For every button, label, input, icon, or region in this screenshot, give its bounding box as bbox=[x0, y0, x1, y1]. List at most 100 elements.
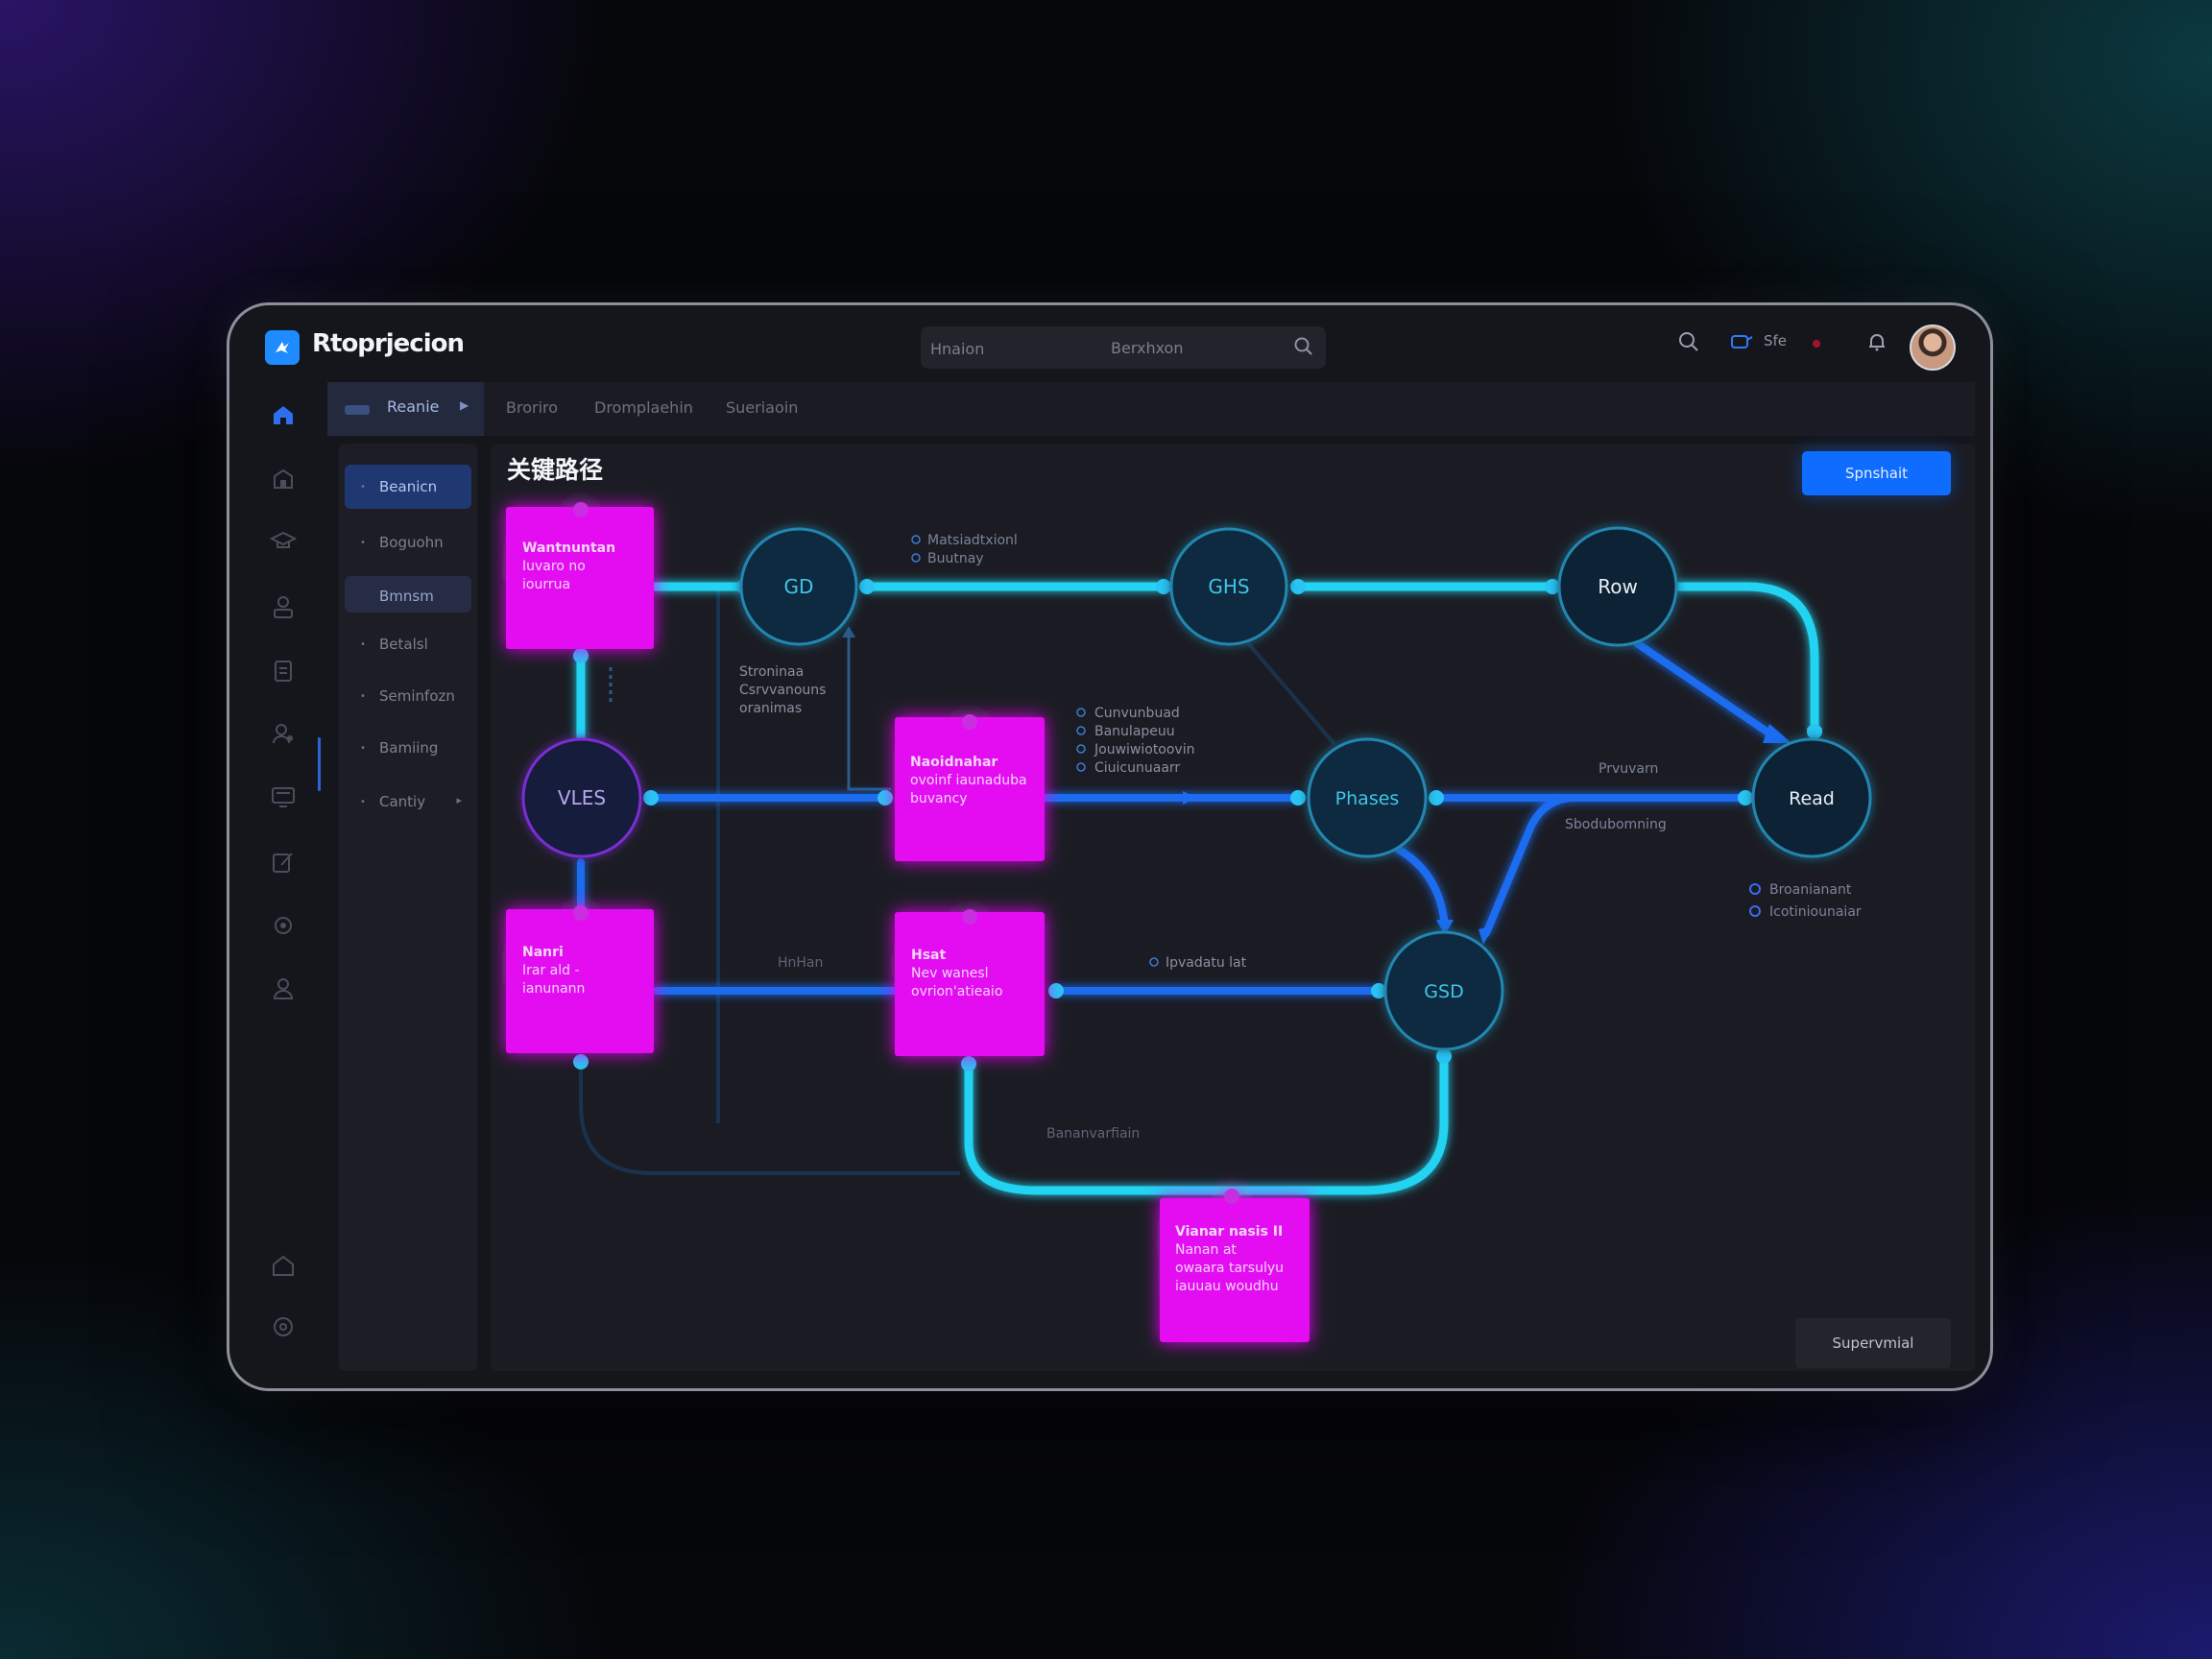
sidebar-item-1[interactable]: • Boguohn bbox=[360, 534, 444, 551]
node-row[interactable]: Row bbox=[1557, 526, 1678, 647]
process-box-2[interactable]: Naoidnahar ovoinf iaunaduba buvancy bbox=[895, 714, 1045, 861]
box-1-line-3: iourrua bbox=[522, 577, 570, 592]
search-bar[interactable]: Berxhxon bbox=[921, 326, 1326, 371]
process-box-3[interactable]: Nanri Irar ald - ianunann bbox=[506, 905, 654, 1053]
svg-text:oranimas: oranimas bbox=[739, 701, 802, 716]
breadcrumb: Reanie ▶ Broriro Dromplaehin Sueriaoin bbox=[327, 382, 1975, 436]
svg-text:Read: Read bbox=[1789, 788, 1835, 809]
annotation-top: Matsiadtxionl Buutnay bbox=[911, 533, 1018, 566]
settings-user-icon[interactable] bbox=[270, 720, 297, 751]
svg-text:Stroninaa: Stroninaa bbox=[739, 664, 804, 680]
annotation-right: Broanianant Icotiniounaiar bbox=[1749, 882, 1862, 920]
box-5-line-1: Vianar nasis II bbox=[1175, 1224, 1283, 1239]
bell-icon[interactable] bbox=[1865, 330, 1888, 357]
svg-text:GHS: GHS bbox=[1208, 575, 1249, 598]
arrow-head bbox=[1183, 791, 1196, 805]
connector-dots bbox=[573, 579, 1822, 1071]
breadcrumb-item-root[interactable]: Reanie ▶ bbox=[327, 382, 484, 436]
blue-edges bbox=[577, 639, 1782, 995]
svg-text:Jouwiwiotoovin: Jouwiwiotoovin bbox=[1094, 742, 1194, 757]
svg-text:GD: GD bbox=[784, 575, 814, 598]
logo-icon[interactable] bbox=[265, 330, 300, 365]
box-5-line-3: owaara tarsulyu bbox=[1175, 1261, 1284, 1276]
svg-text:Banulapeuu: Banulapeuu bbox=[1094, 724, 1175, 739]
sidebar-item-3[interactable]: • Betalsl bbox=[360, 636, 428, 653]
box-3-line-3: ianunann bbox=[522, 981, 585, 997]
annotation-middle: Cunvunbuad Banulapeuu Jouwiwiotoovin Ciu… bbox=[1076, 706, 1194, 776]
box-2-line-3: buvancy bbox=[910, 791, 967, 806]
folder-icon bbox=[345, 405, 370, 415]
svg-text:Phases: Phases bbox=[1335, 788, 1400, 809]
svg-text:Csrvvanouns: Csrvvanouns bbox=[739, 683, 826, 698]
building-icon[interactable] bbox=[270, 465, 297, 495]
primary-action-button[interactable]: Spnshait bbox=[1802, 451, 1951, 495]
arrow-head bbox=[842, 626, 855, 637]
breadcrumb-item[interactable]: Dromplaehin bbox=[594, 398, 693, 417]
svg-text:Ipvadatu lat: Ipvadatu lat bbox=[1166, 955, 1247, 971]
node-phases[interactable]: Phases bbox=[1307, 737, 1428, 858]
home-icon[interactable] bbox=[270, 401, 297, 432]
svg-text:Icotiniounaiar: Icotiniounaiar bbox=[1769, 904, 1862, 920]
svg-text:Row: Row bbox=[1598, 575, 1638, 598]
home-outline-icon[interactable] bbox=[270, 1252, 297, 1283]
avatar[interactable] bbox=[1910, 325, 1956, 371]
record-dot-icon[interactable] bbox=[1810, 336, 1823, 354]
svg-text:Matsiadtxionl: Matsiadtxionl bbox=[927, 533, 1018, 548]
node-ghs[interactable]: GHS bbox=[1169, 527, 1288, 646]
process-box-4[interactable]: Hsat Nev wanesl ovrion'atieaio bbox=[895, 909, 1045, 1056]
edit-icon[interactable] bbox=[270, 849, 297, 879]
sidebar-item-5[interactable]: • Bamiing bbox=[360, 739, 439, 757]
breadcrumb-item[interactable]: Sueriaoin bbox=[726, 398, 799, 417]
top-bar: Rtoprjecion Berxhxon Sfe bbox=[229, 305, 1990, 382]
gear-icon[interactable] bbox=[270, 912, 297, 943]
user-icon[interactable] bbox=[270, 593, 297, 624]
node-gd[interactable]: GD bbox=[739, 527, 858, 646]
box-5-line-4: iauuau woudhu bbox=[1175, 1279, 1279, 1294]
box-2-line-1: Naoidnahar bbox=[910, 755, 998, 770]
arrow-head bbox=[1763, 724, 1791, 743]
box-2-line-2: ovoinf iaunaduba bbox=[910, 773, 1027, 788]
app-title: Rtoprjecion bbox=[312, 329, 465, 358]
box-3-line-2: Irar ald - bbox=[522, 963, 580, 978]
sidebar-item-2[interactable]: Bmnsm bbox=[345, 576, 471, 613]
chevron-right-icon: ▸ bbox=[456, 794, 462, 806]
monitor-icon[interactable] bbox=[270, 783, 297, 814]
box-5-line-2: Nanan at bbox=[1175, 1242, 1237, 1258]
clipboard-icon[interactable] bbox=[270, 657, 297, 687]
sidebar-item-6[interactable]: • Cantiy ▸ bbox=[360, 793, 462, 810]
search-icon[interactable] bbox=[1293, 336, 1314, 361]
svg-text:VLES: VLES bbox=[558, 786, 606, 809]
chat-icon[interactable] bbox=[1729, 330, 1754, 357]
node-read[interactable]: Read bbox=[1751, 737, 1872, 858]
chevron-right-icon: ▶ bbox=[460, 398, 469, 412]
svg-text:Buutnay: Buutnay bbox=[927, 551, 984, 566]
graduation-icon[interactable] bbox=[269, 528, 298, 559]
breadcrumb-item[interactable]: Broriro bbox=[506, 398, 559, 417]
settings-icon[interactable] bbox=[270, 1313, 297, 1344]
secondary-action-button[interactable]: Supervmial bbox=[1795, 1318, 1951, 1368]
annotation-bottom-left: HnHan bbox=[778, 955, 823, 971]
node-gsd[interactable]: GSD bbox=[1383, 930, 1504, 1051]
sidebar-item-4[interactable]: • Seminfozn bbox=[360, 687, 455, 705]
node-vles[interactable]: VLES bbox=[521, 737, 642, 858]
search-input[interactable] bbox=[921, 326, 1124, 371]
profile-icon[interactable] bbox=[270, 975, 297, 1006]
rail-active-indicator bbox=[318, 737, 321, 791]
process-box-5[interactable]: Vianar nasis II Nanan at owaara tarsulyu… bbox=[1160, 1189, 1310, 1342]
box-1-line-2: Iuvaro no bbox=[522, 559, 586, 574]
svg-text:Ciuicunuaarr: Ciuicunuaarr bbox=[1094, 760, 1180, 776]
search-scope[interactable]: Berxhxon bbox=[1111, 339, 1184, 357]
svg-text:Broanianant: Broanianant bbox=[1769, 882, 1852, 898]
annotation-bottom-curve: Bananvarfiain bbox=[1046, 1126, 1140, 1142]
thin-connectors bbox=[609, 634, 891, 791]
sidebar-item-0[interactable]: • Beanicn bbox=[345, 465, 471, 509]
annotation-right-sub: Sbodubomning bbox=[1565, 817, 1667, 832]
cyan-edges bbox=[576, 582, 1819, 1195]
annotation-right-label: Prvuvarn bbox=[1599, 761, 1658, 777]
box-4-line-3: ovrion'atieaio bbox=[911, 984, 1002, 999]
box-4-line-1: Hsat bbox=[911, 948, 946, 963]
annotation-bottom-mid: Ipvadatu lat bbox=[1149, 955, 1247, 971]
search-icon[interactable] bbox=[1677, 330, 1700, 357]
process-box-1[interactable]: Wantnuntan Iuvaro no iourrua bbox=[506, 502, 654, 649]
